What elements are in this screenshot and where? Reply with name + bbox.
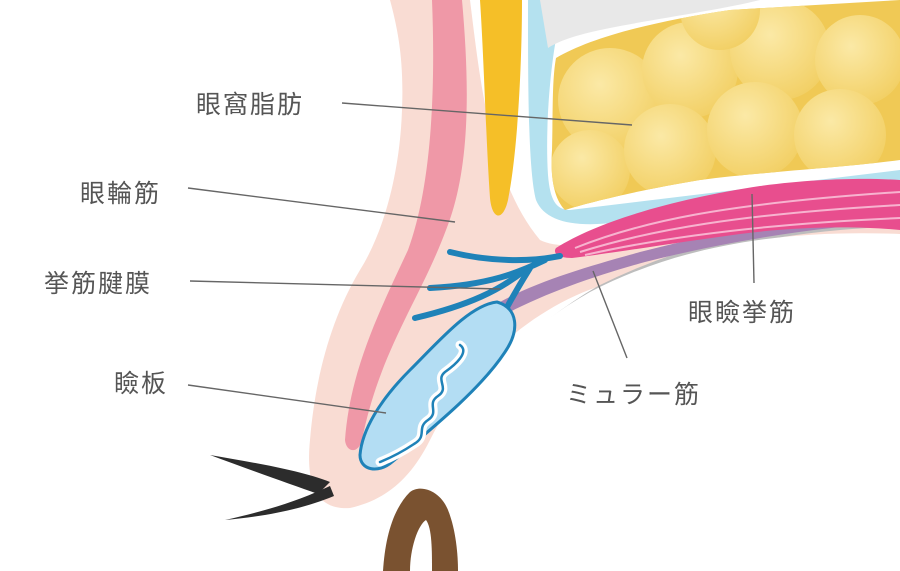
label-levator: 眼瞼挙筋 <box>688 298 796 327</box>
label-muller: ミュラー筋 <box>566 380 701 409</box>
upper-orbit <box>540 0 760 48</box>
leader-orbital-fat <box>341 102 633 126</box>
eyeball-inner <box>400 233 900 571</box>
orbital-fat <box>551 0 900 210</box>
eyelashes <box>210 455 334 520</box>
label-aponeurosis: 挙筋腱膜 <box>44 269 152 298</box>
orange-band <box>480 0 522 216</box>
leader-orbicularis <box>187 187 456 223</box>
leader-muller <box>592 270 628 359</box>
leader-tarsus <box>187 384 387 414</box>
orbicularis-muscle <box>345 0 467 451</box>
leader-aponeurosis <box>189 280 501 290</box>
leader-levator <box>751 193 755 284</box>
levator-aponeurosis <box>412 249 563 333</box>
label-orbital-fat: 眼窩脂肪 <box>196 90 304 119</box>
tarsus <box>358 300 517 471</box>
label-orbicularis: 眼輪筋 <box>80 179 161 208</box>
levator-striations <box>574 191 900 256</box>
label-tarsus: 瞼板 <box>114 369 168 398</box>
leader-lines <box>187 102 755 414</box>
